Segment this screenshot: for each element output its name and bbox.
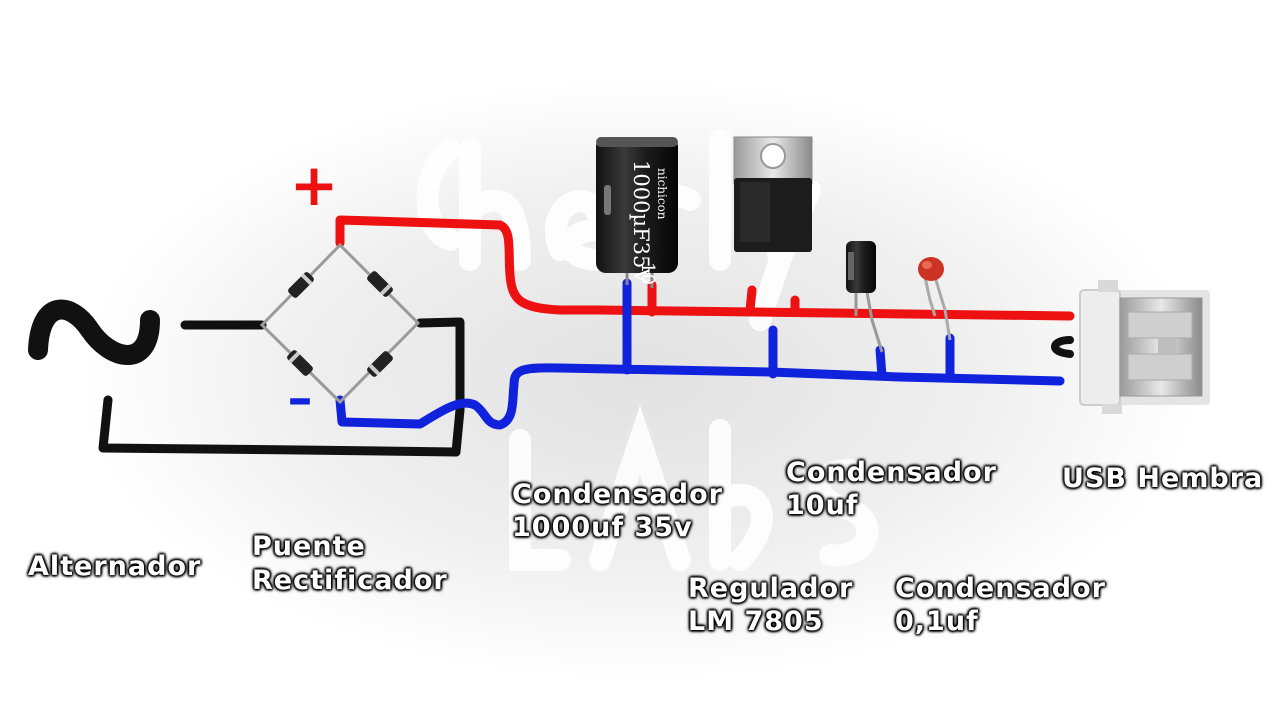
positive-symbol: + [290, 151, 339, 219]
label-condensador-1000: Condensador [512, 479, 723, 510]
diode-3 [287, 350, 313, 376]
label-condensador-10: Condensador [786, 457, 997, 488]
label-condensador-10-value: 10uf [786, 490, 859, 521]
regulator-lm7805 [733, 136, 813, 332]
label-usb-hembra: USB Hembra [1062, 463, 1264, 494]
usb-jumper [1051, 336, 1074, 358]
label-condensador-01-value: 0,1uf [895, 606, 979, 637]
background-haze [80, 80, 1200, 680]
capacitor-brand: nichicon [655, 168, 669, 220]
capacitor-10uf [846, 241, 884, 353]
capacitor-1000uf: 1000µF35V nichicon 10 [596, 137, 678, 288]
negative-wire [335, 278, 1065, 430]
ac-wire-right [415, 317, 465, 457]
label-regulador-model: LM 7805 [688, 606, 824, 637]
capacitor-suffix: 10 [637, 262, 658, 285]
label-condensador-1000-value: 1000uf 35v [512, 512, 693, 543]
negative-symbol: – [288, 369, 313, 427]
label-regulador: Regulador [688, 573, 854, 604]
ac-wires [98, 317, 465, 457]
capacitor-0-1uf [918, 257, 952, 341]
label-rectificador: Rectificador [252, 565, 448, 596]
diode-2 [367, 271, 393, 297]
positive-wire [335, 215, 1075, 321]
bridge-rectifier [259, 242, 421, 405]
diode-1 [288, 272, 314, 298]
label-puente: Puente [252, 531, 366, 562]
capacitor-marking: 1000µF35V [629, 160, 653, 284]
usb-female-connector [1079, 280, 1210, 414]
ac-source-symbol [28, 299, 160, 365]
label-condensador-01: Condensador [895, 573, 1106, 604]
diode-4 [367, 351, 393, 377]
label-alternador: Alternador [28, 551, 202, 582]
ac-wire-bottom [98, 395, 461, 457]
